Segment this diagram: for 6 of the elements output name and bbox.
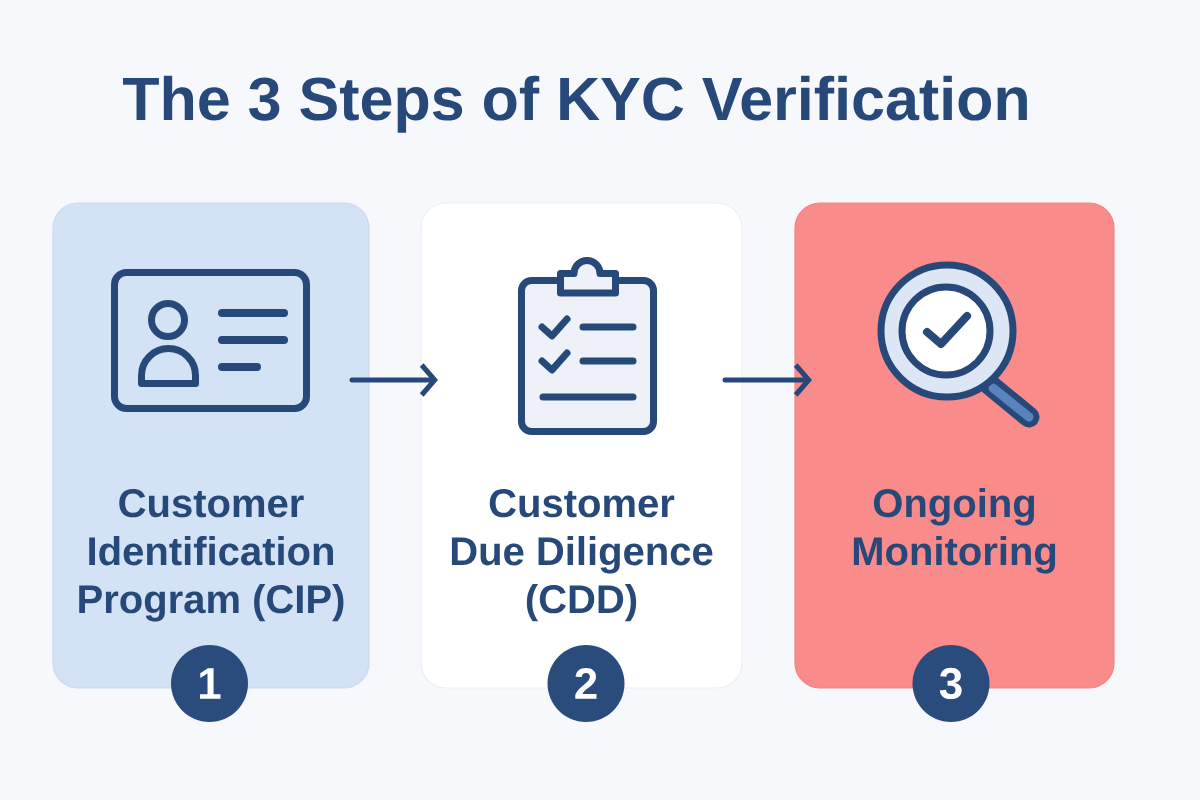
title: The 3 Steps of KYC Verification [123,75,1027,133]
arrow [722,363,812,397]
number-badge: 1 [171,645,248,722]
number-badge: 3 [912,645,990,722]
number-badge: 2 [547,645,625,722]
arrow [349,363,438,397]
